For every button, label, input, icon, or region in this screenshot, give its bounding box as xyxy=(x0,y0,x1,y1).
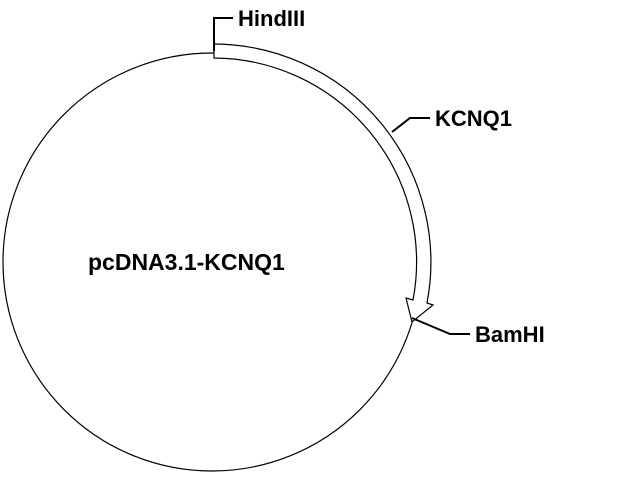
kcnq1-label: KCNQ1 xyxy=(435,106,512,131)
kcnq1-marker-line xyxy=(391,117,430,133)
bamhi-label: BamHI xyxy=(475,322,545,347)
hindiii-label: HindIII xyxy=(238,6,305,31)
bamhi-marker-line xyxy=(411,317,470,335)
plasmid-name: pcDNA3.1-KCNQ1 xyxy=(88,249,285,275)
hindiii-marker-line xyxy=(213,17,233,51)
insert-arrow xyxy=(213,43,435,324)
